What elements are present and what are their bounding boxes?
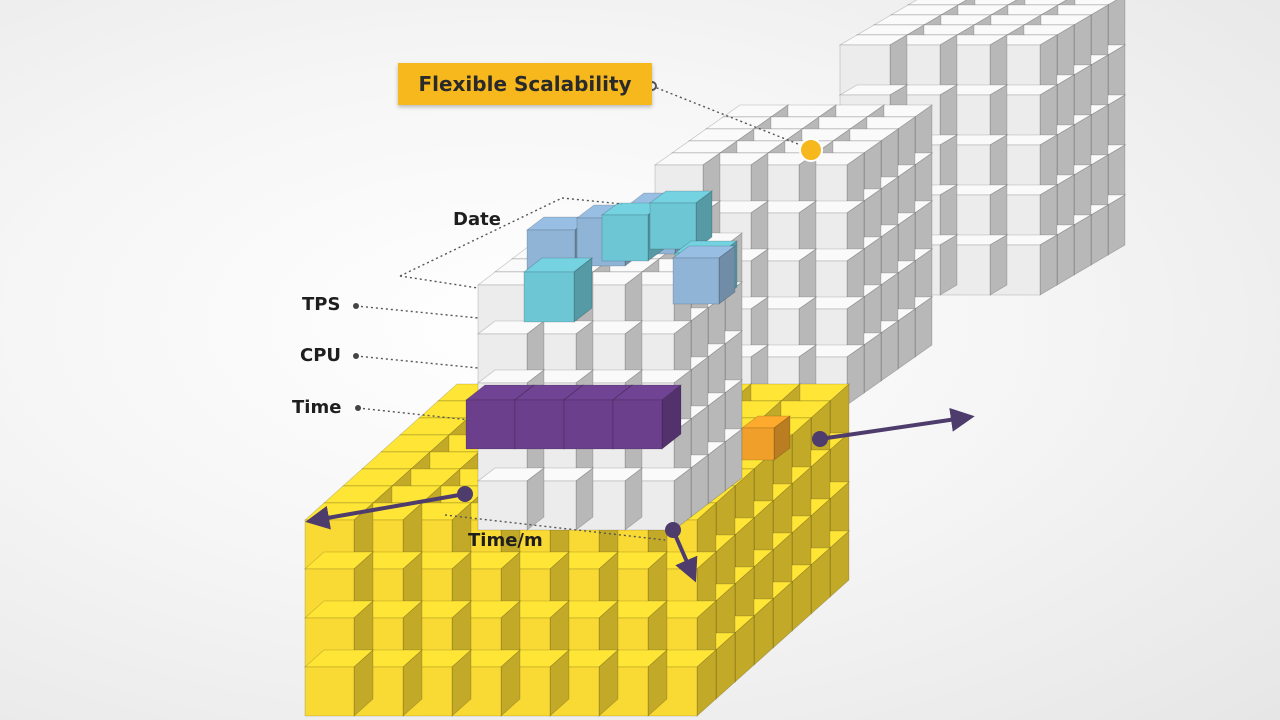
- date-label: Date: [453, 209, 501, 230]
- date-leader-line-tip: [561, 197, 623, 205]
- time-purple-cube: [611, 384, 683, 450]
- dotted-leader-lines: [353, 81, 823, 541]
- blue-cube: [671, 245, 737, 305]
- scalability-marker-dot: [799, 138, 823, 162]
- teal-cube: [648, 190, 714, 250]
- far-gray-cell-side: [1107, 194, 1126, 256]
- tps-label: TPS: [302, 294, 341, 315]
- cpu-leader-line: [355, 355, 479, 369]
- orange-cube-front: [741, 427, 775, 461]
- left-axis-arrow: [305, 492, 466, 530]
- tps-teal-cube-front: [523, 271, 575, 323]
- front-gray-cell-front: [477, 480, 528, 531]
- time-per-minute-label: Time/m: [468, 530, 543, 551]
- time-purple-cube-front: [563, 399, 614, 450]
- far-gray-cell-side: [1039, 234, 1058, 296]
- left-axis-arrow-origin-dot: [457, 486, 473, 502]
- time-leader-dot: [355, 405, 361, 411]
- axis-arrows: [305, 407, 975, 583]
- time-label: Time: [292, 397, 342, 418]
- far-gray-cell-side: [989, 234, 1008, 296]
- orange-cube: [740, 415, 792, 461]
- time-leader-line: [357, 407, 471, 421]
- far-gray-cell-side: [1073, 214, 1092, 276]
- time-purple-cube-front: [612, 399, 663, 450]
- right-axis-arrow: [819, 407, 975, 441]
- date-leader-line-lower: [399, 275, 479, 289]
- time-per-minute-leader-line: [444, 514, 666, 541]
- right-axis-arrow-origin-dot: [812, 431, 828, 447]
- down-axis-arrow-origin-dot: [665, 522, 681, 538]
- far-gray-cube-block: [838, 0, 1127, 296]
- cpu-label: CPU: [300, 345, 342, 366]
- blue-cube-front: [672, 257, 720, 305]
- front-gray-cell: [476, 467, 546, 531]
- down-axis-arrow: [671, 529, 698, 583]
- far-gray-cell-side: [1056, 224, 1075, 286]
- yellow-cell: [303, 649, 375, 717]
- far-gray-cell-side: [939, 234, 958, 296]
- far-gray-cell: [838, 34, 909, 96]
- tps-leader-line: [355, 305, 479, 319]
- tps-leader-dot: [353, 303, 359, 309]
- highlighted-dimension-cubes: [464, 190, 792, 461]
- far-gray-cell-side: [1090, 204, 1109, 266]
- time-purple-cube-front: [514, 399, 565, 450]
- yellow-base-cube-block: [303, 383, 851, 717]
- cpu-leader-dot: [353, 353, 359, 359]
- tps-teal-cube: [522, 257, 594, 323]
- flexible-scalability-callout: Flexible Scalability: [398, 63, 652, 105]
- time-purple-cube-front: [465, 399, 516, 450]
- yellow-cell-front: [304, 666, 355, 717]
- teal-cube-front: [601, 214, 649, 262]
